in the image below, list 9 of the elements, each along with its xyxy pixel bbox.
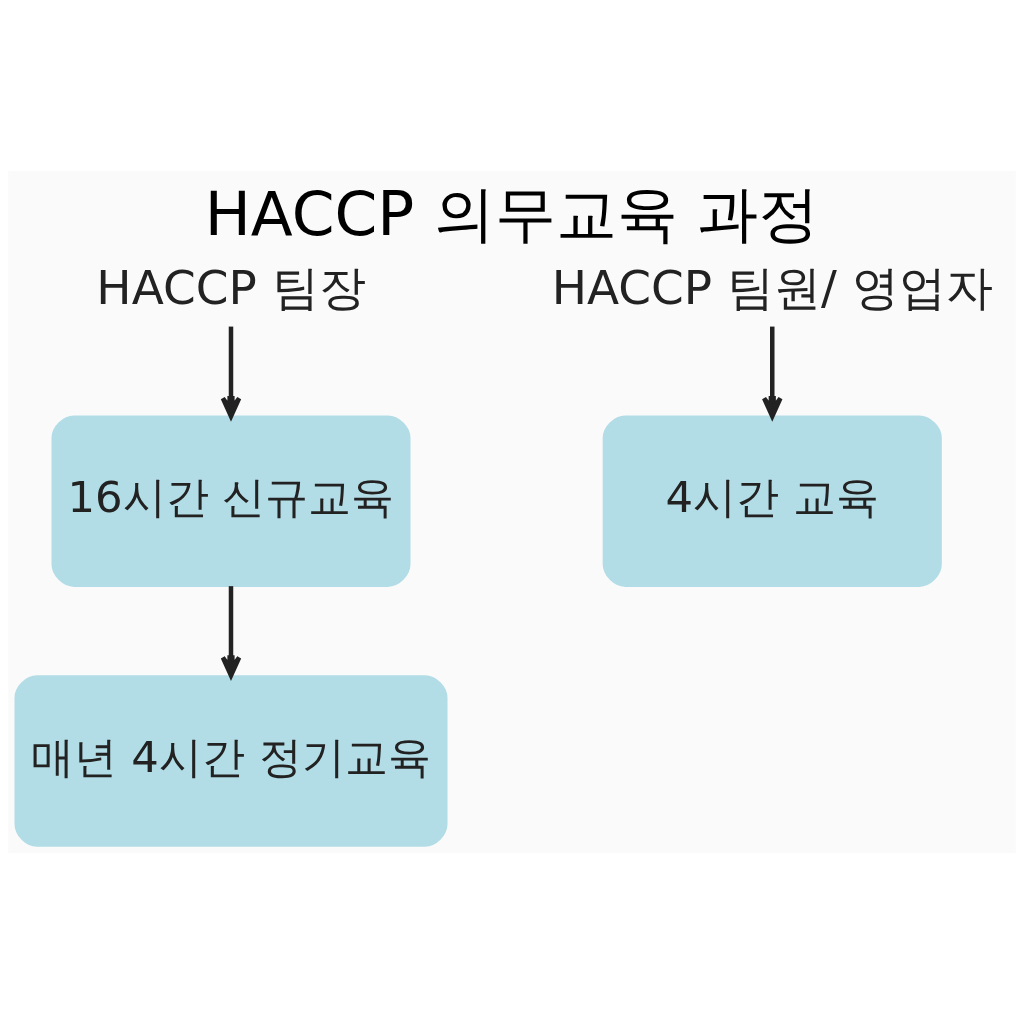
arrow — [220, 586, 242, 678]
arrow — [220, 326, 242, 419]
node-text: HACCP 팀원/ 영업자 — [551, 260, 993, 316]
arrow — [761, 326, 783, 419]
node-box: 16시간 신규교육 — [51, 415, 411, 587]
node-text: HACCP 팀장 — [96, 260, 366, 316]
node-box: 4시간 교육 — [602, 415, 942, 587]
diagram-title: HACCP 의무교육 과정 — [204, 177, 820, 249]
node-box: 매년 4시간 정기교육 — [14, 675, 448, 847]
